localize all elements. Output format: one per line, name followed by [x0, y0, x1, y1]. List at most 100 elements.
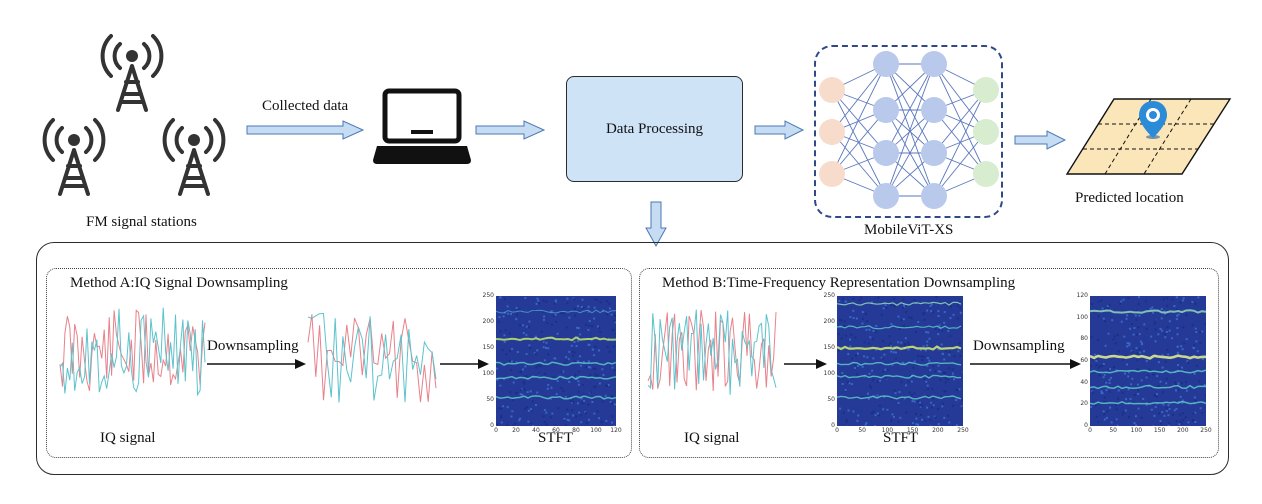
axis-tick-label: 100 — [1130, 427, 1143, 434]
spectrogram-noise — [844, 300, 847, 303]
spectrogram-noise — [1098, 374, 1101, 377]
spectrogram-noise — [867, 342, 870, 345]
spectrogram-noise — [907, 380, 910, 383]
spectrogram-noise — [843, 325, 846, 328]
spectrogram-noise — [924, 349, 927, 352]
spectrogram-noise — [894, 357, 897, 360]
spectrogram-noise — [1103, 418, 1106, 421]
spectrogram-noise — [582, 393, 585, 396]
spectrogram-noise — [886, 408, 889, 411]
axis-tick-label: 0 — [494, 427, 498, 434]
spectrogram-noise — [914, 412, 917, 415]
method-a-title: Method A:IQ Signal Downsampling — [70, 275, 288, 291]
spectrogram-noise — [577, 390, 580, 393]
stft-label: STFT — [883, 430, 919, 446]
spectrogram-noise — [951, 425, 954, 426]
spectrogram-noise — [554, 320, 557, 323]
spectrogram-noise — [1093, 353, 1096, 356]
spectrogram-noise — [864, 312, 867, 315]
spectrogram-noise — [930, 401, 933, 404]
spectrogram-noise — [543, 421, 546, 423]
spectrogram-noise — [500, 407, 503, 410]
spectrogram-noise — [1096, 357, 1099, 360]
spectrogram-noise — [1122, 411, 1125, 414]
axis-tick-label: 150 — [1153, 427, 1166, 434]
spectrogram-noise — [1204, 394, 1206, 397]
spectrogram-noise — [1175, 407, 1178, 410]
spectrogram-noise — [576, 402, 579, 405]
spectrogram-noise — [511, 398, 514, 401]
spectrogram-noise — [1166, 348, 1169, 351]
spectrogram-noise — [536, 297, 539, 300]
spectrogram-noise — [861, 396, 863, 398]
spectrogram-noise — [560, 370, 563, 373]
spectrogram-noise — [496, 378, 499, 381]
spectrogram-noise — [1201, 358, 1204, 361]
spectrogram-noise — [611, 329, 614, 332]
spectrogram-noise — [593, 354, 596, 357]
spectrogram-noise — [890, 303, 893, 306]
spectrogram-noise — [579, 333, 582, 336]
spectrogram-noise — [562, 389, 565, 392]
spectrogram-noise — [919, 349, 922, 352]
spectrogram-noise — [1198, 380, 1201, 383]
spectrogram-noise — [1165, 377, 1168, 380]
spectrogram-noise — [606, 300, 609, 303]
spectrogram-noise — [856, 352, 859, 355]
axis-tick-label: 60 — [1080, 357, 1088, 364]
spectrogram-noise — [587, 310, 590, 313]
spectrogram-noise — [890, 398, 893, 401]
spectrogram-noise — [1113, 335, 1116, 338]
spectrogram-noise — [609, 401, 612, 403]
spectrogram-noise — [865, 328, 868, 331]
spectrogram-noise — [1194, 421, 1197, 423]
spectrogram-noise — [587, 343, 590, 346]
spectrogram-noise — [1182, 412, 1184, 415]
spectrogram-noise — [927, 388, 930, 391]
axis-tick-label: 0 — [1088, 427, 1092, 434]
spectrogram-noise — [1152, 311, 1154, 314]
spectrogram-noise — [601, 400, 604, 403]
spectrogram-noise — [610, 313, 613, 316]
spectrogram-noise — [1185, 314, 1188, 316]
spectrogram-noise — [1181, 419, 1184, 422]
spectrogram-noise — [546, 387, 549, 390]
nn-node — [873, 183, 899, 209]
spectrogram-noise — [930, 303, 933, 305]
spectrogram-noise — [959, 355, 962, 357]
spectrogram-noise — [938, 324, 941, 327]
spectrogram-noise — [594, 368, 597, 370]
spectrogram-noise — [1160, 422, 1163, 425]
spectrogram-noise — [903, 324, 905, 327]
spectrogram-noise — [554, 424, 557, 426]
spectrogram-noise — [591, 401, 594, 403]
spectrogram-noise — [914, 363, 917, 366]
spectrogram-noise — [576, 376, 579, 379]
spectrogram-noise — [1153, 414, 1156, 417]
spectrogram-noise — [907, 348, 910, 351]
spectrogram-noise — [570, 401, 573, 404]
neural-network-diagram — [819, 51, 999, 209]
spectrogram-noise — [581, 383, 584, 386]
spectrogram-noise — [851, 383, 854, 386]
spectrogram-noise — [1122, 298, 1125, 301]
spectrogram-noise — [944, 372, 947, 375]
spectrogram-noise — [1168, 320, 1171, 323]
methods-panel — [36, 242, 1229, 475]
spectrogram-noise — [1196, 350, 1199, 353]
spectrogram-noise — [1184, 380, 1187, 383]
nn-node — [819, 119, 845, 145]
spectrogram-noise — [1111, 319, 1114, 322]
spectrogram-noise — [1156, 393, 1158, 396]
spectrogram-noise — [576, 326, 578, 329]
spectrogram-noise — [1195, 340, 1198, 343]
spectrogram-noise — [522, 332, 525, 334]
spectrogram-noise — [1133, 327, 1136, 329]
spectrogram-noise — [542, 318, 545, 321]
spectrogram-noise — [1166, 326, 1169, 329]
spectrogram-noise — [1129, 397, 1132, 400]
spectrogram-noise — [1134, 314, 1137, 317]
spectrogram-noise — [532, 400, 534, 403]
nn-node — [973, 77, 999, 103]
spectrogram-noise — [1119, 302, 1122, 305]
